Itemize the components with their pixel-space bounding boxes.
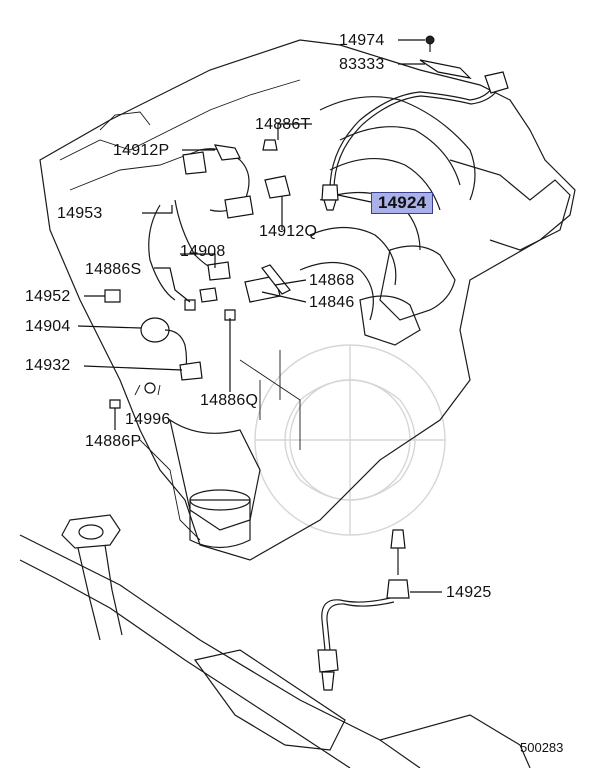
label-14996[interactable]: 14996 [125, 411, 171, 428]
label-14952[interactable]: 14952 [25, 288, 71, 305]
sensor-14925 [317, 529, 410, 691]
label-83333[interactable]: 83333 [339, 56, 385, 73]
label-14886P[interactable]: 14886P [85, 433, 142, 450]
label-14912Q[interactable]: 14912Q [259, 223, 318, 240]
label-14846[interactable]: 14846 [309, 294, 355, 311]
sensor-14924 [321, 184, 339, 211]
label-14974[interactable]: 14974 [339, 32, 385, 49]
label-14924[interactable]: 14924 [371, 192, 434, 214]
label-14868[interactable]: 14868 [309, 272, 355, 289]
harness-83333 [329, 35, 509, 191]
exhaust-pipe [19, 514, 531, 768]
label-14925[interactable]: 14925 [446, 584, 492, 601]
label-14886S[interactable]: 14886S [85, 261, 142, 278]
label-14912P[interactable]: 14912P [113, 142, 170, 159]
label-14886T[interactable]: 14886T [255, 116, 311, 133]
leader-lines [77, 39, 442, 593]
side-harness [104, 139, 291, 409]
label-14908[interactable]: 14908 [180, 243, 226, 260]
label-14932[interactable]: 14932 [25, 357, 71, 374]
watermark-emblem [254, 344, 446, 536]
label-14953[interactable]: 14953 [57, 205, 103, 222]
label-14904[interactable]: 14904 [25, 318, 71, 335]
label-14886Q[interactable]: 14886Q [200, 392, 259, 409]
diagram-reference-number: 500283 [520, 740, 564, 755]
